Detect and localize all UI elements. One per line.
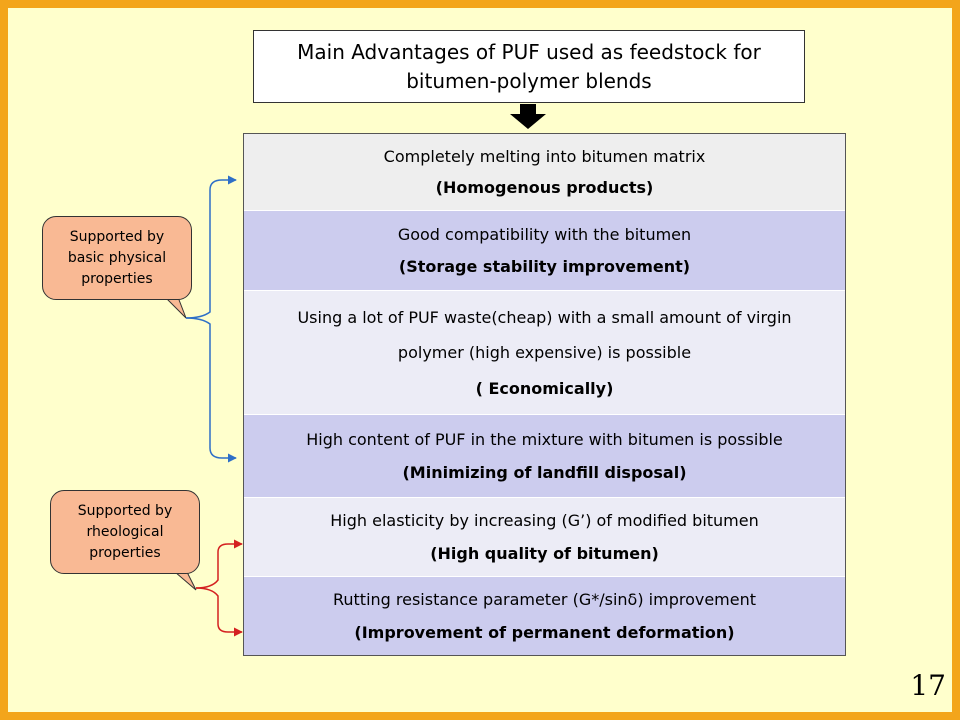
table-row: High elasticity by increasing (G’) of mo… <box>244 498 845 577</box>
row-subtext: (High quality of bitumen) <box>430 543 659 563</box>
blue-bracket <box>185 175 237 319</box>
table-row: High content of PUF in the mixture with … <box>244 415 845 498</box>
row-subtext: (Storage stability improvement) <box>398 257 691 277</box>
advantages-table: Completely melting into bitumen matrix (… <box>243 133 846 656</box>
callout-line: basic physical <box>67 249 167 266</box>
callout-line: Supported by <box>69 228 165 245</box>
page-number: 17 <box>910 669 946 702</box>
row-text: Rutting resistance parameter (G*/sinδ) i… <box>332 590 757 610</box>
blue-bracket-lower <box>185 317 237 463</box>
row-text: High content of PUF in the mixture with … <box>306 429 783 449</box>
row-text: Good compatibility with the bitumen <box>397 224 692 244</box>
title-line-1: Main Advantages of PUF used as feedstock… <box>297 39 761 64</box>
callout-physical: Supported by basic physical properties <box>42 216 192 300</box>
row-subtext: (Improvement of permanent deformation) <box>354 622 735 642</box>
red-bracket <box>195 539 243 589</box>
table-row: Rutting resistance parameter (G*/sinδ) i… <box>244 577 845 655</box>
row-text-cont: polymer (high expensive) is possible <box>397 343 692 362</box>
red-bracket-lower <box>195 587 243 637</box>
callout-line: properties <box>81 270 153 287</box>
row-text: Completely melting into bitumen matrix <box>383 146 706 166</box>
callout-line: Supported by <box>77 502 173 519</box>
title-line-2: bitumen-polymer blends <box>406 68 652 93</box>
row-text: Using a lot of PUF waste(cheap) with a s… <box>297 307 792 327</box>
row-subtext: ( Economically) <box>475 378 614 398</box>
down-arrow-icon <box>510 104 546 129</box>
row-subtext: (Minimizing of landfill disposal) <box>402 463 687 483</box>
row-subtext: (Homogenous products) <box>435 178 654 198</box>
callout-rheological: Supported by rheological properties <box>50 490 200 574</box>
row-text: High elasticity by increasing (G’) of mo… <box>330 511 759 531</box>
table-row: Completely melting into bitumen matrix (… <box>244 134 845 211</box>
title-box: Main Advantages of PUF used as feedstock… <box>253 30 805 103</box>
callout-line: rheological <box>86 523 164 540</box>
callout-line: properties <box>89 544 161 561</box>
table-row: Good compatibility with the bitumen (Sto… <box>244 211 845 291</box>
table-row: Using a lot of PUF waste(cheap) with a s… <box>244 291 845 415</box>
